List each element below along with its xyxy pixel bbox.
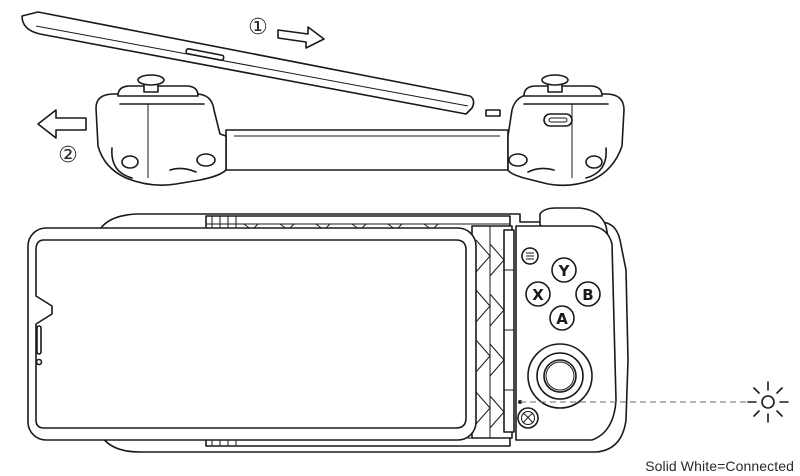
y-button[interactable]: Y: [551, 257, 577, 283]
right-thumbstick[interactable]: [527, 343, 593, 409]
phone-front: [27, 227, 477, 441]
menu-button[interactable]: [521, 247, 539, 265]
right-grip-side: [485, 74, 625, 187]
front-view: Y X B A: [27, 207, 629, 453]
xbox-button[interactable]: [517, 407, 539, 429]
b-button[interactable]: B: [575, 281, 601, 307]
step-two-label: ②: [58, 143, 78, 168]
arrow-slide-right: [277, 26, 325, 49]
phone-sensor: [35, 358, 43, 366]
a-button-label: A: [556, 310, 568, 328]
bridge-ridges-top: [242, 223, 440, 231]
connection-status-caption: Solid White=Connected: [645, 458, 794, 474]
side-view: [21, 11, 625, 187]
usb-c-port: [543, 113, 573, 127]
y-button-label: Y: [558, 262, 571, 280]
x-button-label: X: [532, 286, 544, 304]
b-button-label: B: [582, 286, 593, 304]
a-button[interactable]: A: [549, 305, 575, 331]
x-button[interactable]: X: [525, 281, 551, 307]
phone-speaker: [36, 325, 42, 355]
led-light-icon: [747, 381, 789, 423]
side-bridge: [225, 129, 509, 171]
phone-side: [21, 11, 475, 115]
left-grip-side: [95, 74, 227, 186]
clamp-mechanism: [471, 225, 515, 439]
arrow-slide-left: [37, 109, 87, 139]
step-one-label: ①: [248, 15, 268, 40]
phone-screen: [35, 239, 467, 429]
